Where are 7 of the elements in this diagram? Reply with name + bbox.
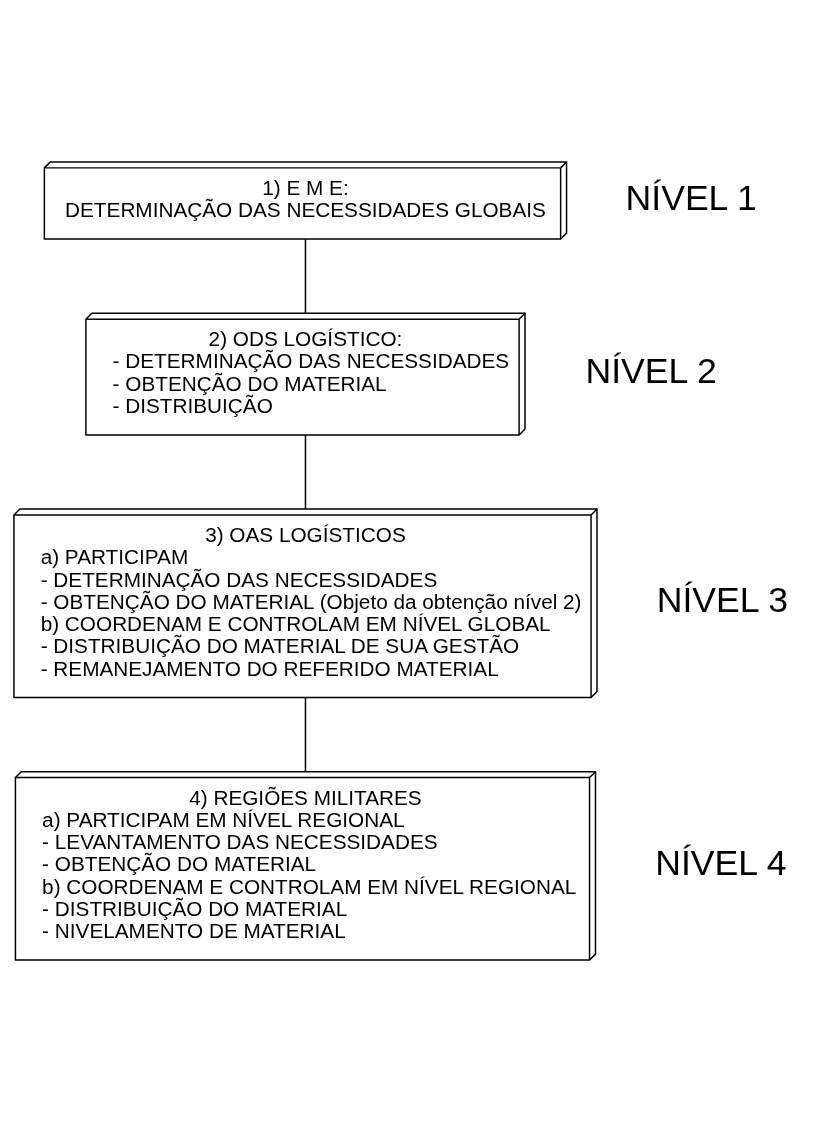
connector [304, 238, 307, 314]
node-label: NÍVEL 2 [585, 350, 717, 391]
connector [304, 433, 307, 510]
node-label: NÍVEL 4 [655, 842, 787, 883]
node-label: NÍVEL 3 [656, 579, 788, 620]
connector [304, 696, 307, 772]
node-label: NÍVEL 1 [625, 177, 757, 218]
